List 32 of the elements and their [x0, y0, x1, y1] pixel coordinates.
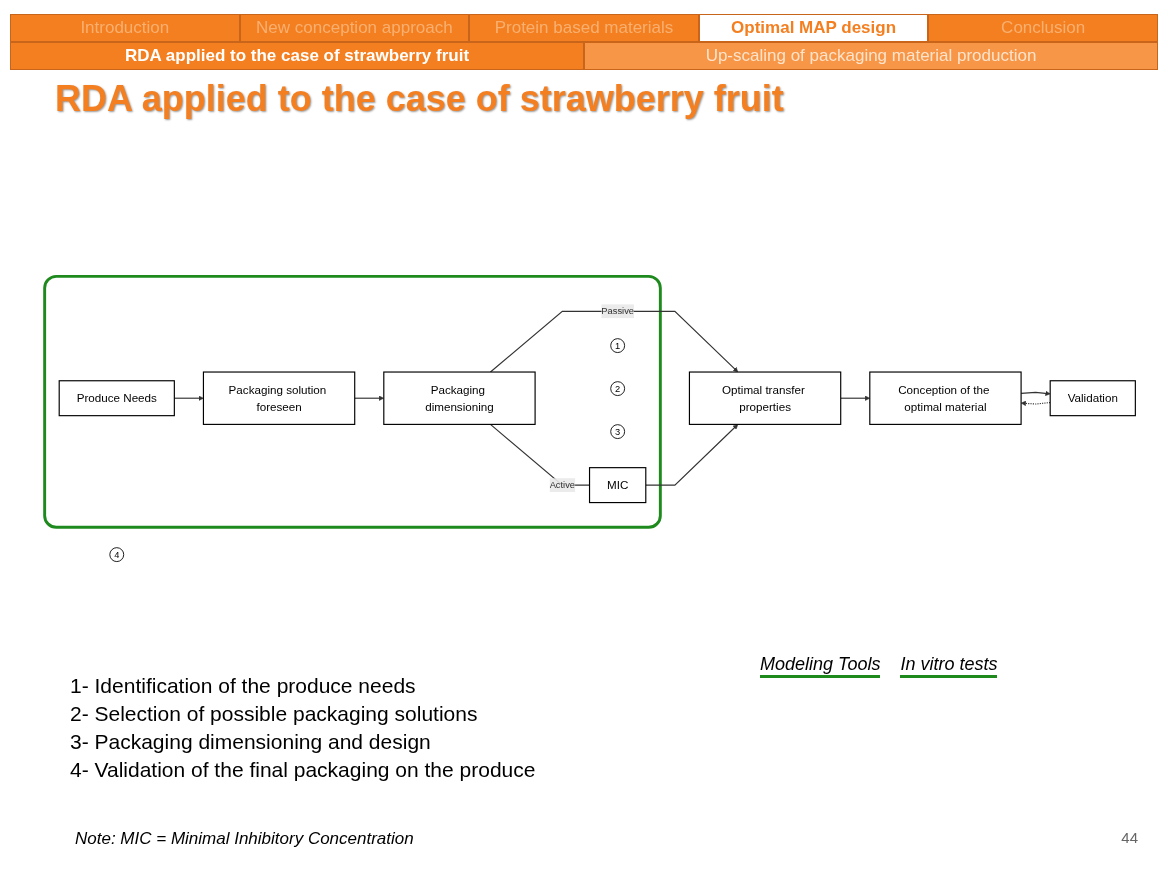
- node-circle: 4: [109, 547, 125, 562]
- step-description: 2- Selection of possible packaging solutions: [70, 702, 479, 726]
- page-number: 44: [1121, 829, 1138, 846]
- edge-label: Passive: [601, 306, 634, 316]
- node-circle: 1: [610, 338, 626, 353]
- node-circle: 2: [610, 381, 626, 396]
- method-note: Modeling Tools: [760, 654, 881, 678]
- node-box: Validation: [1049, 380, 1136, 417]
- node-box: MIC: [588, 467, 647, 504]
- node-box: Packaging solution foreseen: [202, 371, 356, 425]
- node-box: Packaging dimensioning: [383, 371, 536, 425]
- nav-tab: Protein based materials: [469, 14, 699, 42]
- nav-subtab: RDA applied to the case of strawberry fruit: [10, 42, 584, 70]
- cluster: [43, 274, 662, 529]
- step-description: 3- Packaging dimensioning and design: [70, 730, 432, 754]
- method-note: In vitro tests: [900, 654, 998, 678]
- node-box: Produce Needs: [58, 380, 175, 417]
- nav-tab: Introduction: [10, 14, 240, 42]
- nav-subtab: Up-scaling of packaging material production: [584, 42, 1158, 70]
- footnote: Note: MIC = Minimal Inhibitory Concentration: [75, 829, 414, 849]
- arrow: [645, 424, 739, 486]
- node-circle: 3: [610, 424, 626, 439]
- arrow: [489, 310, 739, 373]
- step-description: 4- Validation of the final packaging on the produce: [70, 758, 536, 782]
- node-box: Conception of the optimal material: [869, 371, 1022, 425]
- step-description: 1- Identification of the produce needs: [70, 674, 417, 698]
- edge-label: Active: [549, 479, 575, 490]
- nav-tab: Optimal MAP design: [698, 14, 929, 42]
- nav-tab: New conception approach: [239, 14, 470, 42]
- nav-tab: Conclusion: [928, 14, 1158, 42]
- node-box: Optimal transfer properties: [688, 371, 842, 425]
- slide-title: RDA applied to the case of strawberry fruit: [55, 78, 785, 120]
